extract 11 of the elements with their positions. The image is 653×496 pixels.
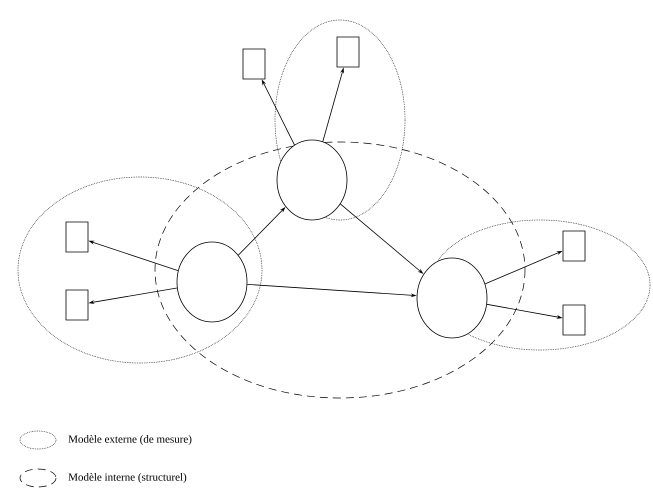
box [336, 36, 360, 68]
box [66, 222, 88, 252]
circle [276, 140, 348, 220]
box [562, 304, 586, 336]
circle [416, 258, 488, 338]
legend-text: Modèle externe (de mesure) [68, 435, 192, 445]
box [242, 48, 266, 80]
box [66, 290, 88, 320]
legend-text: Modèle interne (structurel) [68, 473, 186, 483]
circle [176, 242, 248, 322]
box [562, 230, 586, 262]
